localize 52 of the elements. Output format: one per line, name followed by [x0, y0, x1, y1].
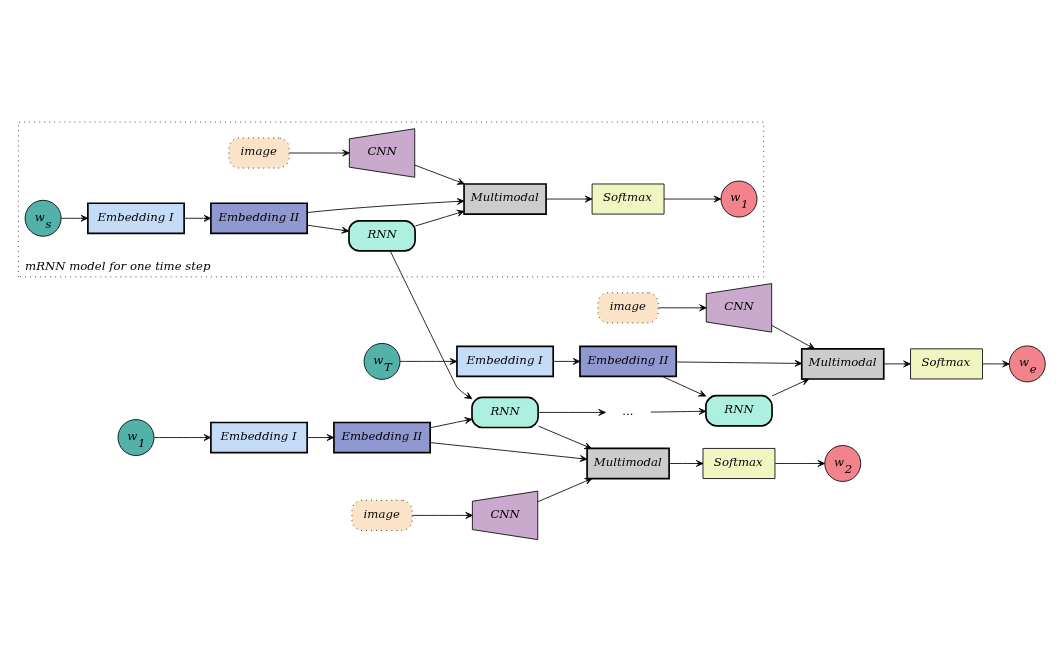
node-box: Softmax: [910, 348, 983, 380]
arrow: [545, 195, 593, 203]
arrow: [430, 417, 473, 429]
arrow: [153, 434, 212, 441]
node-box: image: [228, 137, 290, 169]
arrow: [883, 360, 911, 368]
arrow: [982, 360, 1010, 368]
arrow: [771, 325, 815, 350]
arrow: [661, 376, 707, 397]
node-box: Softmax: [591, 183, 665, 215]
node-box: CNN: [348, 128, 416, 178]
node-text: ...: [622, 403, 634, 418]
node-box: CNN: [471, 490, 539, 541]
node-box: CNN: [705, 283, 773, 333]
node-box: Embedding I: [210, 421, 308, 454]
node-box: RNN: [705, 394, 773, 427]
arrow: [429, 442, 588, 462]
node-box: Embedding I: [456, 345, 555, 378]
arrow: [414, 164, 465, 185]
arrow: [538, 409, 606, 416]
arrow: [184, 214, 212, 222]
arrow: [538, 425, 592, 450]
arrow: [399, 357, 458, 365]
arrow: [668, 460, 704, 467]
arrow: [307, 434, 335, 441]
node-box: Embedding I: [87, 202, 185, 235]
node-box: RNN: [471, 396, 539, 429]
arrow: [537, 478, 593, 503]
arrow: [771, 378, 810, 397]
arrow: [553, 357, 581, 365]
arrow: [60, 214, 89, 222]
arrow: [414, 209, 465, 227]
arrow: [676, 359, 803, 367]
node-box: Multimodal: [586, 447, 670, 480]
arrow: [658, 304, 707, 312]
node-box: Multimodal: [800, 348, 885, 380]
arrow: [411, 511, 473, 519]
node-box: Embedding II: [579, 345, 678, 378]
arrow: [307, 224, 350, 234]
arrow: [306, 198, 465, 213]
arrow: [389, 250, 473, 400]
node-box: Embedding II: [333, 421, 431, 454]
arrow: [288, 149, 350, 157]
node-box: RNN: [348, 219, 416, 252]
arrow: [650, 407, 707, 415]
arrow: [774, 460, 825, 467]
node-box: image: [351, 499, 413, 531]
node-box: image: [597, 292, 659, 324]
node-box: Multimodal: [463, 183, 547, 215]
node-box: Embedding II: [210, 202, 308, 235]
arrow: [663, 195, 722, 203]
node-box: Softmax: [702, 448, 776, 479]
